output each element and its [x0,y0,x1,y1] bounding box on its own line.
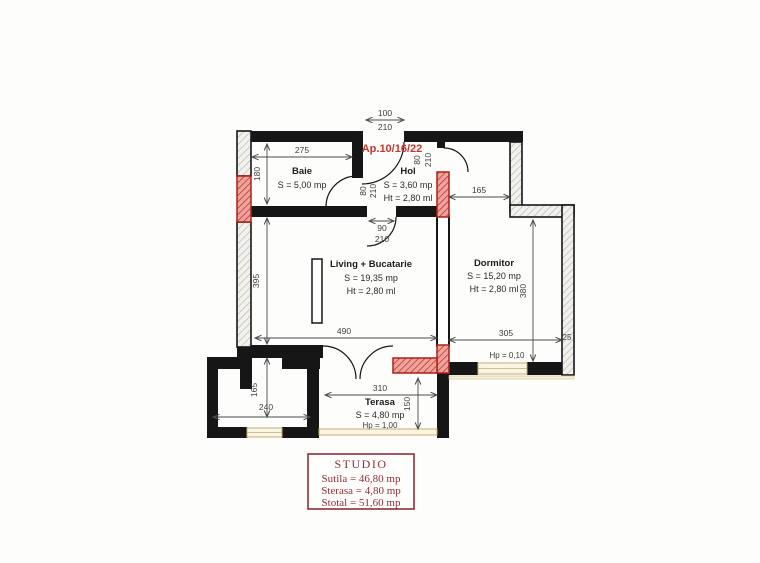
walls-red-marked [236,171,450,374]
summary-terasa: Sterasa = 4,80 mp [321,485,401,497]
room-area-living: S = 19,35 mp [344,273,398,283]
dim-entrance-w: 100 [378,108,392,118]
wall-segment [237,131,363,142]
doors [322,141,469,380]
wall-segment [240,357,252,389]
room-height-living: Ht = 2,80 ml [347,286,396,296]
dimension-lines [211,116,564,431]
dimension-labels: 100 210 275 180 80 210 80 210 90 210 165… [249,108,572,412]
room-name-living: Living + Bucatarie [330,259,412,270]
exterior-wall [236,221,252,348]
dim-dorm-h: 380 [518,284,528,298]
wall-segment [404,131,523,142]
walls-hatched-exterior [236,130,575,376]
dim-dorm-door-w: 80 [412,155,422,165]
window-dormitor [477,362,528,375]
red-wall [436,344,450,374]
room-area-terasa: S = 4,80 mp [356,410,405,420]
door-arc-dormitor [443,147,469,173]
door-arc-terasa-left [322,345,357,380]
door-arc-entrance [361,141,405,185]
wall-segment [282,427,319,438]
summary-box-border [307,453,415,510]
wall-segment [352,142,363,178]
exterior-wall [561,204,575,376]
window-balcony [246,427,283,438]
wall-segment [207,357,218,438]
room-name-hol: Hol [400,166,415,177]
fixture-living [311,258,323,324]
red-wall [436,171,450,218]
dim-dorm-w: 305 [499,328,513,338]
dim-dorm-window-hp: Hp = 0,10 [490,351,525,360]
red-wall [236,175,252,223]
dim-living-door-w: 90 [377,223,387,233]
summary-utila: Sutila = 46,80 mp [322,473,401,485]
room-labels: Baie S = 5,00 mp Hol S = 3,60 mp Ht = 2,… [278,166,521,430]
door-arc-baie [325,175,358,208]
dim-terasa-w: 310 [373,383,387,393]
dim-balcony-w: 240 [259,402,273,412]
room-name-terasa: Terasa [365,397,396,408]
wall-segment [396,206,449,217]
room-height-hol: Ht = 2,80 ml [384,193,433,203]
dim-hol-dorm: 165 [472,185,486,195]
dim-living-w: 490 [337,326,351,336]
wall-segment [207,427,247,438]
dim-baie-height: 180 [252,167,262,181]
wall-segment [437,142,445,148]
summary-total: Stotal = 51,60 mp [322,497,401,509]
wall-segment [437,373,449,438]
room-label-baie: Baie S = 5,00 mp [278,166,327,190]
room-area-hol: S = 3,60 mp [384,180,433,190]
summary-box: STUDIO Sutila = 46,80 mp Sterasa = 4,80 … [307,453,415,510]
dim-dorm-offset: 25 [563,333,572,342]
wall-segment-partition [436,215,450,347]
exterior-wall [509,141,523,213]
door-arc-terasa-right [359,345,394,380]
exterior-wall [236,130,252,177]
room-label-hol: Hol S = 3,60 mp Ht = 2,80 ml [384,166,433,203]
wall-segment [237,206,367,217]
room-area-dormitor: S = 15,20 mp [467,271,521,281]
dim-baie-width: 275 [295,145,309,155]
dim-living-h: 395 [251,274,261,288]
door-arc-hol-living [366,216,397,247]
room-label-living: Living + Bucatarie S = 19,35 mp Ht = 2,8… [330,259,412,296]
room-parapet-terasa: Hp = 1,00 [363,421,398,430]
room-name-baie: Baie [292,166,312,177]
room-label-terasa: Terasa S = 4,80 mp Hp = 1,00 [356,397,405,430]
wall-segment [449,362,478,375]
parapet-terasa [318,428,438,436]
wall-segment [307,357,319,438]
wall-segment [237,345,323,358]
room-area-baie: S = 5,00 mp [278,180,327,190]
red-wall [392,357,438,374]
dim-dorm-door-h: 210 [423,153,433,167]
room-height-dormitor: Ht = 2,80 ml [470,284,519,294]
apartment-id-label: Ap.10/16/22 [362,143,423,155]
dim-living-door-h: 210 [375,234,389,244]
dim-balcony-h: 165 [249,383,259,397]
dim-baie-door-w: 80 [358,186,368,196]
summary-title: STUDIO [335,457,388,471]
room-name-dormitor: Dormitor [474,258,514,269]
room-label-dormitor: Dormitor S = 15,20 mp Ht = 2,80 ml [467,258,521,294]
windows [246,362,575,438]
dim-baie-door-h: 210 [368,184,378,198]
dim-terasa-h: 150 [402,397,412,411]
sill-line [448,375,575,380]
walls-black [207,131,574,438]
dim-entrance-h: 210 [378,122,392,132]
